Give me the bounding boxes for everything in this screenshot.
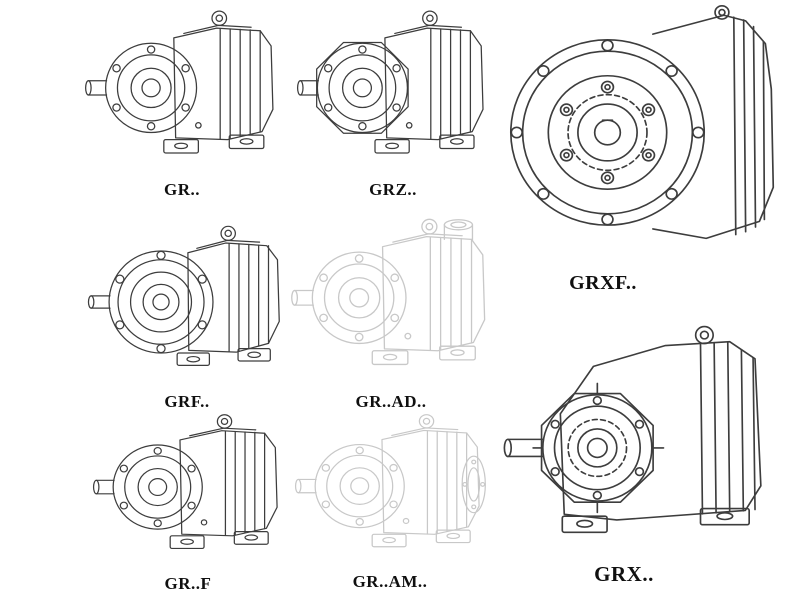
figure-label-grad: GR..AD.. bbox=[355, 392, 427, 411]
gearbox-drawing-gram bbox=[292, 408, 486, 570]
gearbox-drawing-grxf bbox=[497, 2, 793, 262]
figure-grad: GR..AD.. bbox=[288, 212, 494, 412]
gearbox-drawing-grad bbox=[288, 212, 494, 390]
figure-grf: GRF.. bbox=[84, 214, 290, 412]
figure-label-grz: GRZ.. bbox=[369, 180, 417, 199]
figure-gr: GR.. bbox=[82, 4, 282, 200]
figure-grz: GRZ.. bbox=[294, 4, 492, 200]
figure-grff: GR..F bbox=[90, 408, 286, 594]
figure-grxf: GRXF.. bbox=[497, 2, 793, 295]
figure-label-gram: GR..AM.. bbox=[352, 572, 428, 591]
figure-grx: GRX.. bbox=[500, 300, 792, 587]
figure-label-grff: GR..F bbox=[164, 574, 212, 593]
gearbox-drawing-gr bbox=[82, 4, 282, 178]
figure-label-grf: GRF.. bbox=[164, 392, 210, 411]
gearbox-drawing-grf bbox=[84, 214, 290, 390]
gearbox-drawing-grz bbox=[294, 4, 492, 178]
gearbox-drawing-grff bbox=[90, 408, 286, 572]
figure-gram: GR..AM.. bbox=[292, 408, 488, 592]
gearbox-drawing-grx bbox=[500, 300, 792, 556]
figure-label-grx: GRX.. bbox=[594, 562, 654, 586]
figure-label-gr: GR.. bbox=[164, 180, 200, 199]
figure-label-grxf: GRXF.. bbox=[569, 272, 637, 294]
